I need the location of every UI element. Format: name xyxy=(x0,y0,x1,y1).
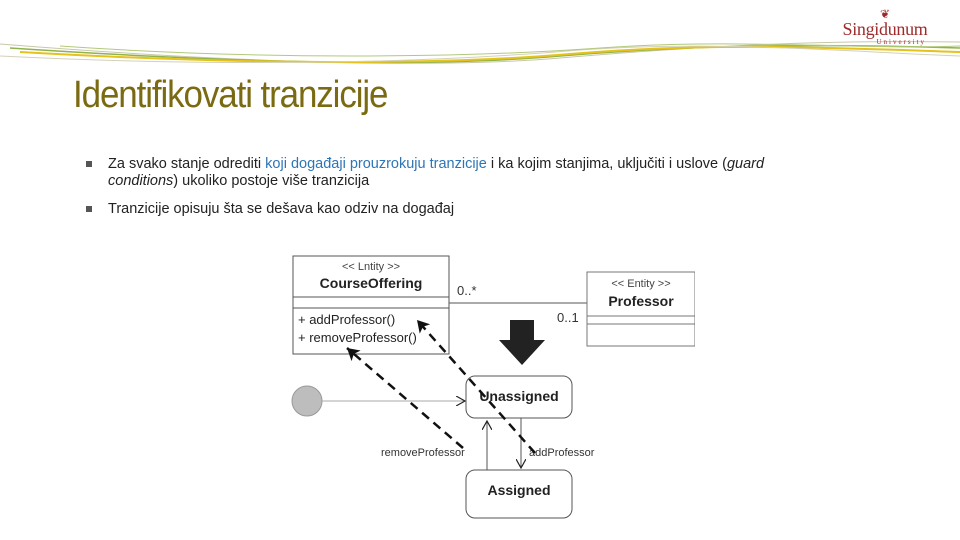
course-offering-name: CourseOffering xyxy=(320,275,423,291)
course-offering-stereotype: << Lntity >> xyxy=(342,261,400,273)
dashed-arrow-remove xyxy=(346,347,464,449)
slide-title: Identifikovati tranzicije xyxy=(73,74,388,116)
bullet-marker-1 xyxy=(86,161,94,169)
professor-stereotype: << Entity >> xyxy=(611,278,670,290)
state-assigned: Assigned xyxy=(465,469,573,519)
bullet-1-conditions: conditions xyxy=(108,173,174,189)
uml-state-diagram: << Lntity >> CourseOffering + addProfess… xyxy=(285,248,696,528)
header-decoration xyxy=(0,41,960,64)
bullet-text-1: Za svako stanje odrediti koji događaji p… xyxy=(108,156,908,190)
label-remove-professor: removeProfessor xyxy=(381,447,465,459)
state-assigned-label: Assigned xyxy=(487,482,550,498)
professor-name: Professor xyxy=(608,293,674,309)
bullet-1-highlight: koji događaji prouzrokuju tranzicije xyxy=(265,156,487,172)
bullet-1-part-1: Za svako stanje odrediti xyxy=(108,156,266,172)
professor-class: << Entity >> Professor xyxy=(586,271,696,347)
bullet-1-guard: guard xyxy=(726,156,765,172)
state-unassigned-label: Unassigned xyxy=(479,388,558,404)
big-down-arrow-icon xyxy=(499,320,545,365)
university-logo: ❦ Singidunum University xyxy=(840,8,930,46)
state-unassigned: Unassigned xyxy=(465,375,573,419)
logo-subtitle: University xyxy=(876,38,926,46)
bullet-text-2: Tranzicije opisuju šta se dešava kao odz… xyxy=(108,201,455,217)
label-add-professor: addProfessor xyxy=(529,447,595,459)
bullet-1-part-3: i ka kojim stanjima, uključiti i uslove … xyxy=(486,156,727,172)
logo-crest-icon: ❦ xyxy=(879,7,891,21)
op-add-professor: + addProfessor() xyxy=(298,312,395,327)
logo-name: Singidunum xyxy=(842,19,928,39)
op-remove-professor: + removeProfessor() xyxy=(298,330,417,345)
multiplicity-left: 0..* xyxy=(457,283,477,298)
bullet-1-part-6: ) ukoliko postoje više tranzicija xyxy=(173,173,370,189)
bullet-marker-2 xyxy=(86,206,94,214)
initial-state xyxy=(291,385,323,417)
course-offering-class: << Lntity >> CourseOffering + addProfess… xyxy=(292,255,450,355)
multiplicity-right: 0..1 xyxy=(557,310,579,325)
